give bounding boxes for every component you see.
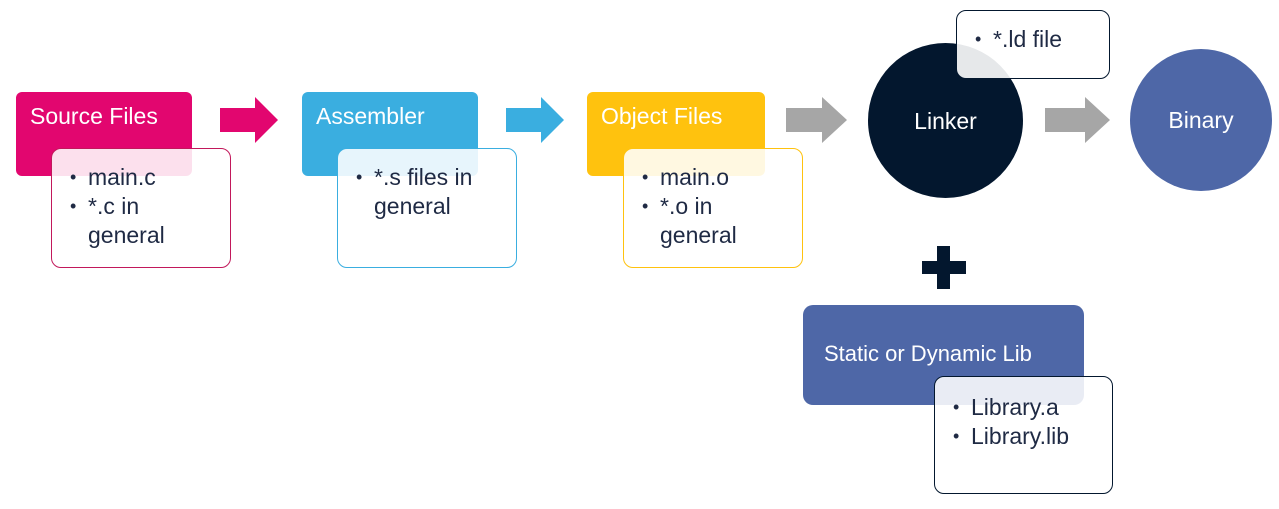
lib-label: Static or Dynamic Lib — [824, 341, 1032, 366]
plus-icon — [922, 246, 966, 289]
linker-notes: *.ld file — [956, 10, 1110, 79]
note-item: Library.lib — [951, 422, 1100, 451]
object-files-label: Object Files — [601, 103, 723, 129]
binary-label: Binary — [1168, 106, 1234, 133]
lib-notes: Library.a Library.lib — [934, 376, 1113, 494]
linker-label: Linker — [914, 108, 977, 134]
note-item: main.o — [640, 163, 790, 192]
source-files-notes: main.c *.c in general — [51, 148, 231, 268]
note-item: main.c — [68, 163, 218, 192]
note-item: *.ld file — [973, 25, 1097, 54]
arrow-source-to-assembler — [220, 97, 278, 143]
assembler-label: Assembler — [316, 103, 425, 129]
note-item: Library.a — [951, 393, 1100, 422]
arrow-linker-to-binary — [1045, 97, 1110, 143]
note-item: *.s files in general — [354, 163, 504, 221]
binary-circle: Binary — [1130, 49, 1272, 191]
note-item: *.c in general — [68, 192, 218, 250]
note-item: *.o in general — [640, 192, 790, 250]
arrow-assembler-to-object — [506, 97, 564, 143]
source-files-label: Source Files — [30, 103, 158, 129]
object-files-notes: main.o *.o in general — [623, 148, 803, 268]
arrow-object-to-linker — [786, 97, 847, 143]
assembler-notes: *.s files in general — [337, 148, 517, 268]
